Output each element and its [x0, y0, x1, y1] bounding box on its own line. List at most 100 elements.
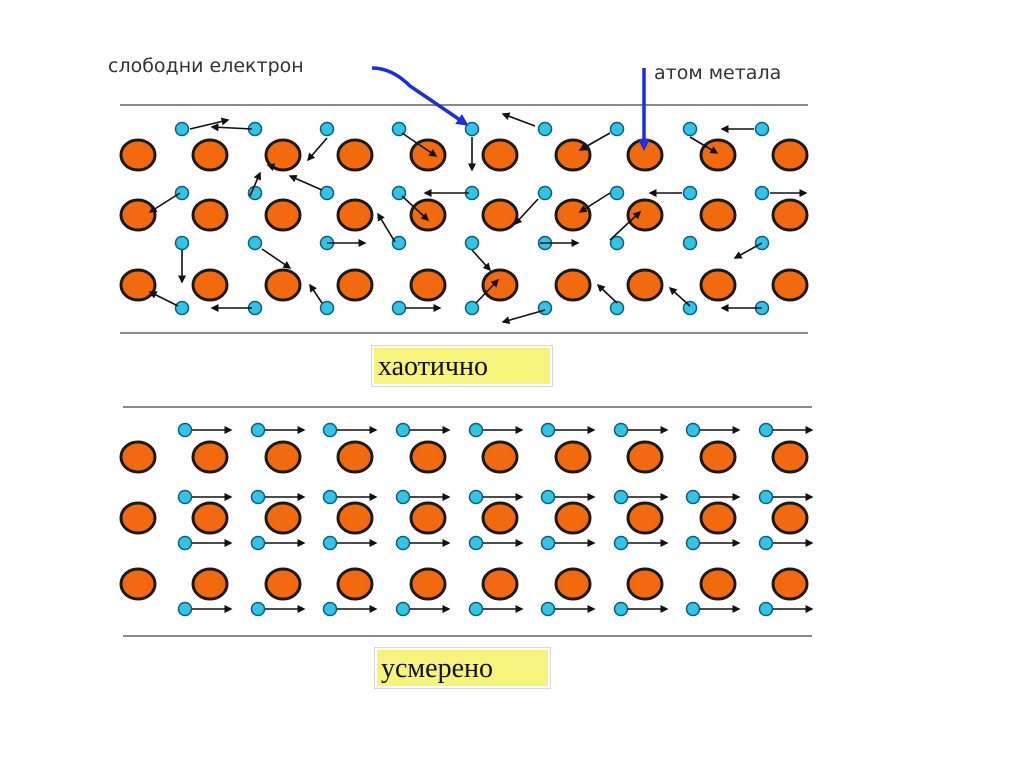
metal-atom [121, 140, 155, 170]
metal-atom [338, 442, 372, 472]
metal-atom [266, 503, 300, 533]
chaotic-caption: хаотично [371, 345, 553, 387]
metal-atom [338, 200, 372, 230]
free-electron [252, 424, 265, 437]
metal-atom [121, 569, 155, 599]
metal-atom [338, 503, 372, 533]
free-electron [615, 491, 628, 504]
metal-atom [701, 200, 735, 230]
free-electron [249, 237, 262, 250]
metal-atom [556, 200, 590, 230]
metal-atom [193, 442, 227, 472]
metal-atom [266, 569, 300, 599]
metal-atom [701, 442, 735, 472]
metal-atom [338, 140, 372, 170]
metal-atom [628, 503, 662, 533]
free-electron [684, 123, 697, 136]
metal-atom [121, 442, 155, 472]
free-electron [179, 537, 192, 550]
free-electron [615, 603, 628, 616]
free-electron [470, 537, 483, 550]
free-electron [539, 302, 552, 315]
electron-motion-arrow [472, 250, 490, 270]
free-electron [324, 603, 337, 616]
chaotic-panel [121, 114, 807, 322]
free-electron [466, 123, 479, 136]
free-electron [756, 123, 769, 136]
metal-atom [266, 200, 300, 230]
free-electron [760, 603, 773, 616]
free-electron [687, 424, 700, 437]
metal-atom [483, 140, 517, 170]
metal-atom [773, 503, 807, 533]
free-electron [393, 302, 406, 315]
metal-atom [628, 270, 662, 300]
free-electron [397, 537, 410, 550]
free-electron [324, 537, 337, 550]
metal-atom [773, 270, 807, 300]
directed-caption: усмерено [374, 647, 551, 689]
free-electron [252, 603, 265, 616]
free-electron [684, 302, 697, 315]
free-electron [397, 603, 410, 616]
free-electron [687, 537, 700, 550]
electron-motion-arrow [290, 176, 322, 190]
electron-motion-arrow [515, 199, 538, 224]
free-electron [542, 537, 555, 550]
metal-atom [773, 569, 807, 599]
metal-atom [266, 270, 300, 300]
directed-panel [121, 424, 812, 616]
metal-atom [701, 140, 735, 170]
metal-atom [628, 442, 662, 472]
metal-atom [556, 442, 590, 472]
metal-atom [701, 503, 735, 533]
free-electron-pointer-arrow [372, 68, 466, 124]
free-electron [470, 491, 483, 504]
free-electron [470, 424, 483, 437]
metal-atom [556, 270, 590, 300]
electron-motion-arrow [670, 288, 690, 306]
metal-atom [411, 569, 445, 599]
metal-atom [121, 270, 155, 300]
metal-atom [121, 200, 155, 230]
metal-atom [556, 503, 590, 533]
free-electron [611, 302, 624, 315]
metal-atom [411, 200, 445, 230]
free-electron [760, 491, 773, 504]
free-electron [687, 491, 700, 504]
metal-atom [193, 270, 227, 300]
free-electron [684, 237, 697, 250]
free-electron [760, 424, 773, 437]
free-electron [179, 424, 192, 437]
free-electron [760, 537, 773, 550]
free-electron [615, 424, 628, 437]
electron-motion-arrow [310, 285, 322, 303]
free-electron [542, 491, 555, 504]
free-electron-label: слободни електрон [108, 55, 304, 77]
free-electron [611, 187, 624, 200]
electron-motion-arrow [503, 310, 545, 322]
free-electron [466, 237, 479, 250]
electron-motion-arrow [598, 285, 617, 303]
free-electron [321, 302, 334, 315]
electron-motion-arrow [150, 292, 178, 306]
free-electron [397, 424, 410, 437]
free-electron [176, 302, 189, 315]
metal-atom-label: атом метала [654, 62, 781, 84]
free-electron [539, 187, 552, 200]
electron-motion-arrow [308, 138, 327, 160]
metal-atom [338, 270, 372, 300]
metal-atom [338, 569, 372, 599]
metal-atom [411, 140, 445, 170]
metal-atom [483, 569, 517, 599]
metal-atom [701, 270, 735, 300]
free-electron [176, 187, 189, 200]
metal-atom [411, 442, 445, 472]
free-electron [252, 537, 265, 550]
electron-motion-arrow [212, 127, 252, 129]
free-electron [397, 491, 410, 504]
electron-motion-arrow [150, 193, 180, 212]
electron-motion-arrow [503, 114, 535, 126]
free-electron [756, 187, 769, 200]
metal-atom [121, 503, 155, 533]
